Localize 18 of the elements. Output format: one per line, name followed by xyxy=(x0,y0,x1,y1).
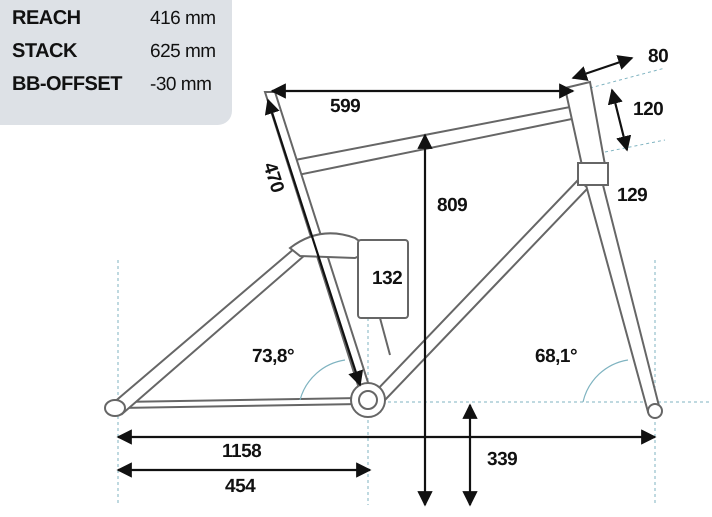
dimension-label: 339 xyxy=(487,450,518,469)
dimension-label: 120 xyxy=(633,100,664,119)
angle-label: 73,8° xyxy=(252,347,294,366)
dimension-label: 599 xyxy=(330,97,360,116)
geometry-term: BB-OFFSET xyxy=(12,74,122,94)
dimension-label: 132 xyxy=(372,269,402,288)
dimension-label: 80 xyxy=(648,47,668,66)
dimension-label: 809 xyxy=(437,196,468,215)
geometry-value: 416 mm xyxy=(150,9,216,28)
dimension-label: 1158 xyxy=(222,442,262,461)
dimension-label: 454 xyxy=(225,477,256,496)
dimension-label: 129 xyxy=(617,186,648,205)
geometry-term: STACK xyxy=(12,41,77,61)
dimension-label: 470 xyxy=(259,160,287,195)
geometry-term: REACH xyxy=(12,8,81,28)
angle-label: 68,1° xyxy=(535,347,578,366)
geometry-value: -30 mm xyxy=(150,75,212,94)
geometry-value: 625 mm xyxy=(150,42,216,61)
